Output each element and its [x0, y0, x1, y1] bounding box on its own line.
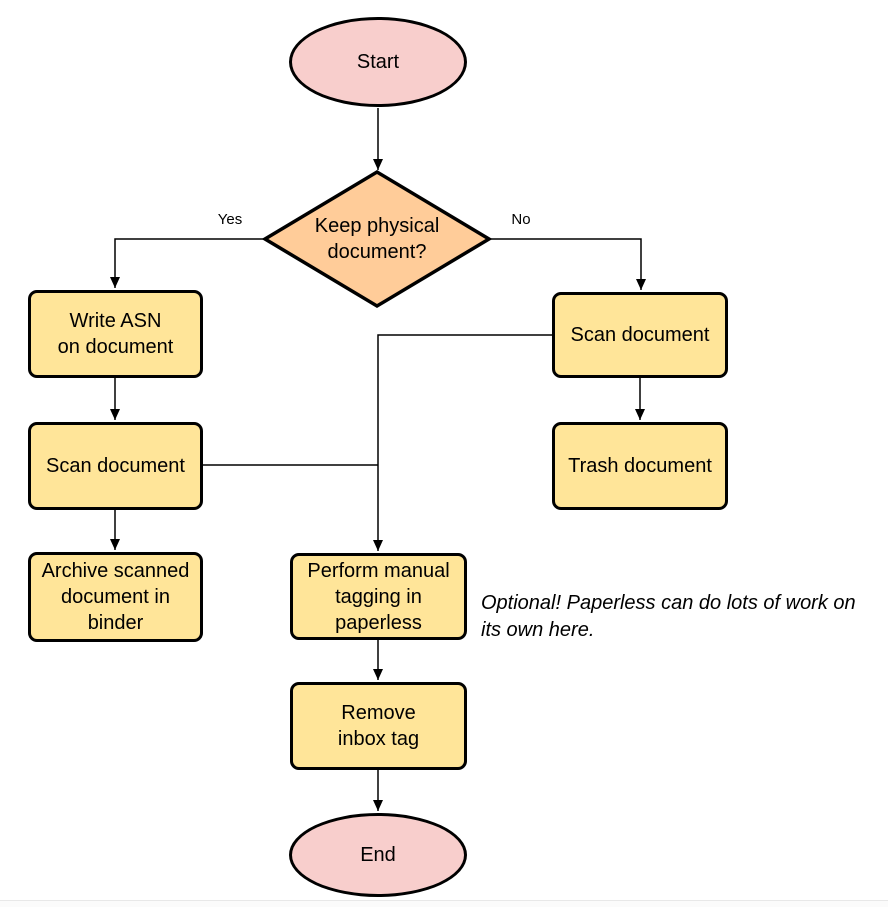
node-keep-physical-document: Keep physical document? [292, 200, 462, 278]
node-label: Start [356, 51, 400, 73]
node-scan-document-right: Scan document [552, 292, 728, 378]
page-bottom-strip [0, 901, 888, 907]
edge-scan-right-to-tagging [373, 334, 552, 551]
node-label: End [360, 844, 396, 866]
edge-yes-branch [110, 238, 265, 288]
node-label: Perform manual tagging in paperless [307, 559, 450, 634]
page-bottom-divider [0, 900, 888, 901]
node-start: Start [289, 17, 467, 107]
node-keep-physical-document-shape [261, 169, 493, 309]
note-optional: Optional! Paperless can do lots of work … [481, 592, 856, 641]
node-remove-inbox-tag: Remove inbox tag [290, 682, 467, 770]
node-end: End [289, 813, 467, 897]
node-label: Scan document [570, 324, 710, 346]
node-label: Trash document [568, 455, 712, 477]
node-scan-document-left: Scan document [28, 422, 203, 510]
node-label: Remove inbox tag [337, 702, 420, 750]
node-archive-in-binder: Archive scanned document in binder [28, 552, 203, 642]
edge-no-branch [489, 238, 646, 290]
node-label: Scan document [46, 455, 185, 477]
node-perform-manual-tagging: Perform manual tagging in paperless [290, 553, 467, 640]
node-label: Keep physical document? [314, 215, 440, 263]
edge-label-no: No [496, 211, 546, 229]
edge-label-yes: Yes [205, 211, 255, 229]
node-trash-document: Trash document [552, 422, 728, 510]
node-write-asn: Write ASN on document [28, 290, 203, 378]
node-label: Write ASN on document [57, 310, 174, 358]
node-label: Archive scanned document in binder [41, 560, 190, 634]
